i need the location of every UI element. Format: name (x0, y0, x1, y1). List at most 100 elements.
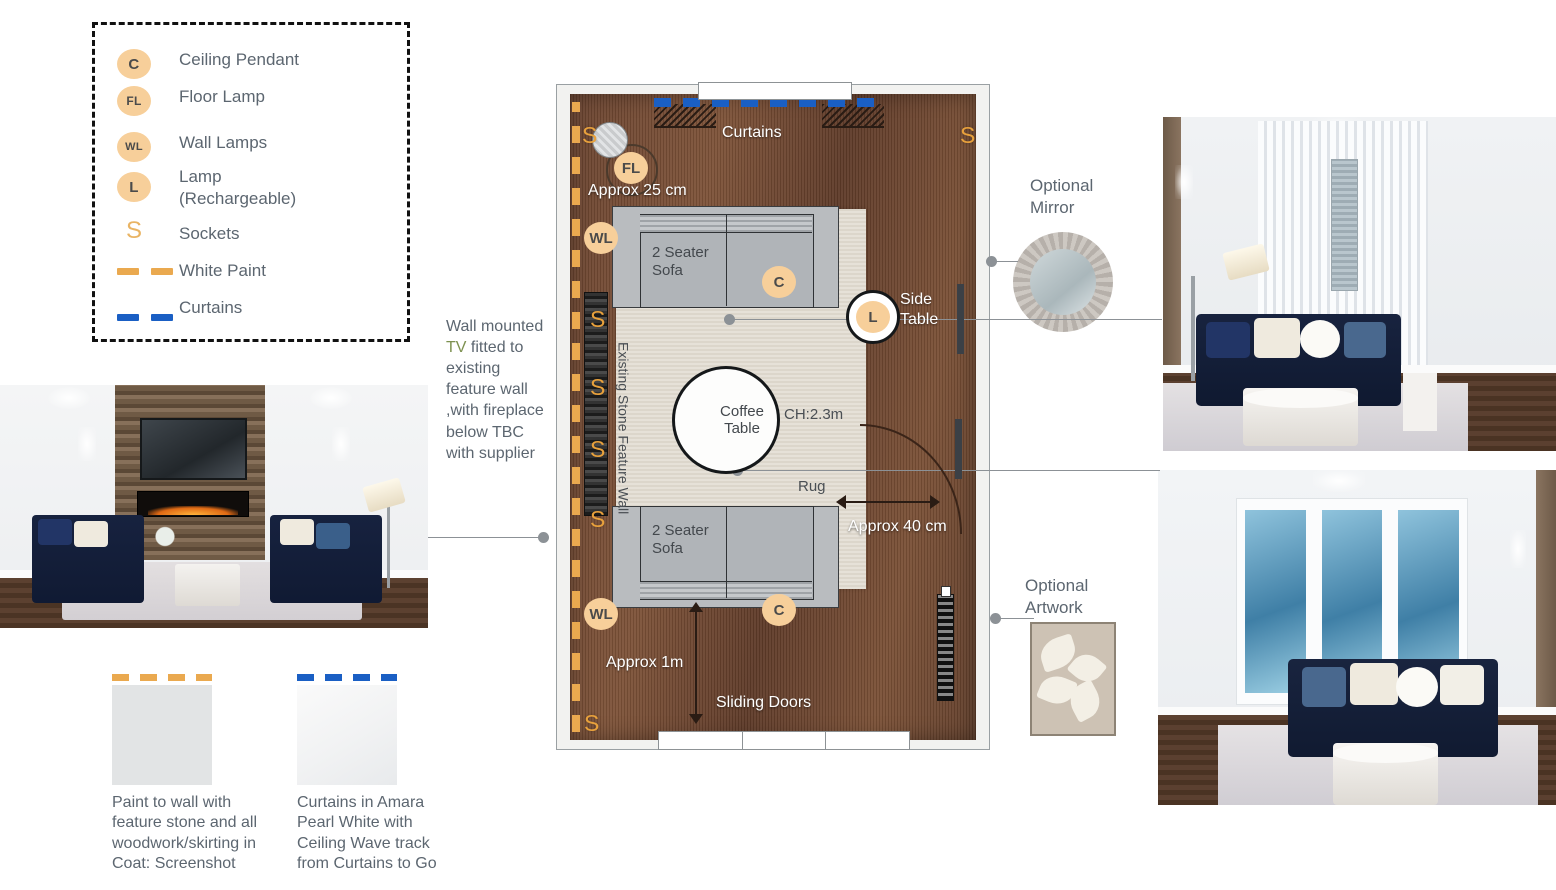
sofa-bottom-label-line2: Sofa (652, 540, 683, 557)
tv-note-highlight: TV (446, 339, 467, 357)
side-table-render-tr (1403, 373, 1437, 431)
curtains-dash (117, 314, 173, 322)
leader-dot-side-table (724, 314, 735, 325)
cushion-blue (316, 523, 350, 549)
plant-render-left (150, 526, 180, 568)
socket-symbol: S (125, 217, 142, 244)
socket-bottom-left: S (584, 710, 600, 736)
badge-code: WL (125, 141, 143, 153)
side-table-label: Side Table (900, 290, 938, 330)
paint-swatch-caption: Paint to wall with feature stone and all… (112, 794, 257, 873)
door-pane-1 (1242, 507, 1309, 696)
door-leaf (955, 419, 962, 479)
cushion-navy (1206, 322, 1250, 358)
floor-plan: Curtains Rug Existing Stone Feature Wall… (556, 82, 990, 750)
cushion-round-white (1300, 320, 1340, 358)
tv-note-part1: Wall mounted (446, 318, 544, 335)
side-table-line2: Table (900, 311, 939, 328)
badge-code: FL (126, 94, 142, 108)
curtain-swatch-caption: Curtains in Amara Pearl White with Ceili… (297, 794, 437, 873)
radiator (937, 586, 954, 701)
tv-note-part2: fitted to existing feature wall ,with fi… (446, 339, 544, 462)
wall-lamp-badge-top: WL (584, 222, 618, 254)
optional-mirror-line1: Optional (1030, 176, 1094, 195)
socket-top-right: S (960, 122, 976, 148)
sofa-bottom-label: 2 Seater Sofa (652, 522, 709, 558)
lamp-badge: L (117, 172, 151, 202)
coffee-table-top-tr (1243, 388, 1358, 408)
wall-sconce-icon-left-1 (78, 427, 96, 461)
optional-mirror-label: Optional Mirror (1030, 175, 1093, 219)
existing-stone-feature-wall (584, 292, 608, 516)
cushion-cream (1254, 318, 1300, 358)
floor-lamp-base (592, 122, 628, 158)
optional-mirror-image (1013, 232, 1113, 332)
navy-sofa-render-left-1 (32, 515, 144, 603)
coffee-table-render-left (175, 564, 240, 606)
dim-40cm-line (840, 501, 936, 503)
cushion-blue (1302, 667, 1346, 707)
dim-1m-line (695, 608, 697, 720)
optional-artwork-line1: Optional (1025, 576, 1089, 595)
ceiling-height-label: CH:2.3m (784, 406, 844, 423)
curtains-label: Curtains (722, 124, 782, 141)
dim-1m-arrow-up (689, 602, 703, 612)
coffee-table-render-tr (1243, 388, 1358, 446)
optional-artwork-label: Optional Artwork (1025, 575, 1088, 619)
leader-line-mirror (992, 261, 1018, 262)
ceiling-pendant-badge: C (117, 49, 151, 79)
leader-line-side-table (862, 319, 1162, 320)
wall-mounted-tv-render (140, 418, 247, 480)
legend-item-lamp: L (117, 172, 151, 202)
legend-label-floor-lamp: Floor Lamp (179, 87, 265, 106)
chandelier-icon-br (1313, 470, 1365, 492)
ceiling-pendant-badge-top: C (762, 266, 796, 298)
leader-line-side-table-left (724, 319, 864, 320)
sliding-doors (658, 731, 910, 750)
floor-lamp-pole-left (387, 503, 390, 588)
curtain-track (654, 98, 884, 107)
cushion-white (1440, 665, 1484, 705)
floor-lamp-shade-circle (606, 144, 658, 196)
chandelier-icon-left-2 (310, 387, 352, 409)
floor-lamp-badge-plan: FL (614, 152, 648, 184)
dim-40cm-arrow-right (930, 495, 940, 509)
legend-item-floor-lamp: FL (117, 86, 151, 116)
dim-40cm-label: Approx 40 cm (848, 518, 947, 535)
legend-label-sockets: Sockets (179, 224, 240, 243)
sofa-top-divider (726, 214, 727, 306)
leader-line-left-render (428, 537, 548, 538)
legend-label-ceiling-pendant: Ceiling Pendant (179, 50, 300, 69)
chandelier-icon-left-1 (48, 387, 90, 409)
badge-code: C (128, 55, 140, 73)
legend-label-white-paint: White Paint (179, 261, 266, 280)
dim-40cm-arrow-left (836, 495, 846, 509)
cushion-cream (74, 521, 108, 547)
optional-mirror-line2: Mirror (1030, 198, 1075, 218)
coffee-table-top-br (1333, 743, 1438, 763)
side-table-line1: Side (900, 291, 933, 308)
leader-dot-left-render (538, 532, 549, 543)
floor-lamp-badge: FL (117, 86, 151, 116)
navy-sofa-render-br (1288, 659, 1498, 757)
render-feature-wall-view (0, 385, 428, 628)
dim-1m-arrow-down (689, 714, 703, 724)
legend-label-curtains: Curtains (179, 298, 243, 317)
sofa-top-label: 2 Seater Sofa (652, 244, 709, 280)
curtain-fabric-right (822, 104, 884, 128)
right-wall-segment (957, 284, 964, 354)
paint-swatch-image (112, 685, 212, 785)
cushion-blue (1344, 322, 1386, 358)
side-table: L (846, 290, 900, 344)
feature-wall-label: Existing Stone Feature Wall (615, 342, 632, 515)
sofa-top-label-line2: Sofa (652, 262, 683, 279)
curtain-swatch-dash (297, 674, 397, 681)
rug-label: Rug (798, 478, 826, 495)
wall-sconce-icon-left-2 (332, 427, 350, 461)
legend-label-lamp: Lamp (Rechargeable) (179, 166, 389, 210)
paint-swatch-dash (112, 674, 212, 681)
leader-dot-mirror (986, 256, 997, 267)
white-paint-dash (117, 268, 173, 276)
legend-label-wall-lamps: Wall Lamps (179, 133, 268, 152)
wall-lamps-badge: WL (117, 132, 151, 162)
